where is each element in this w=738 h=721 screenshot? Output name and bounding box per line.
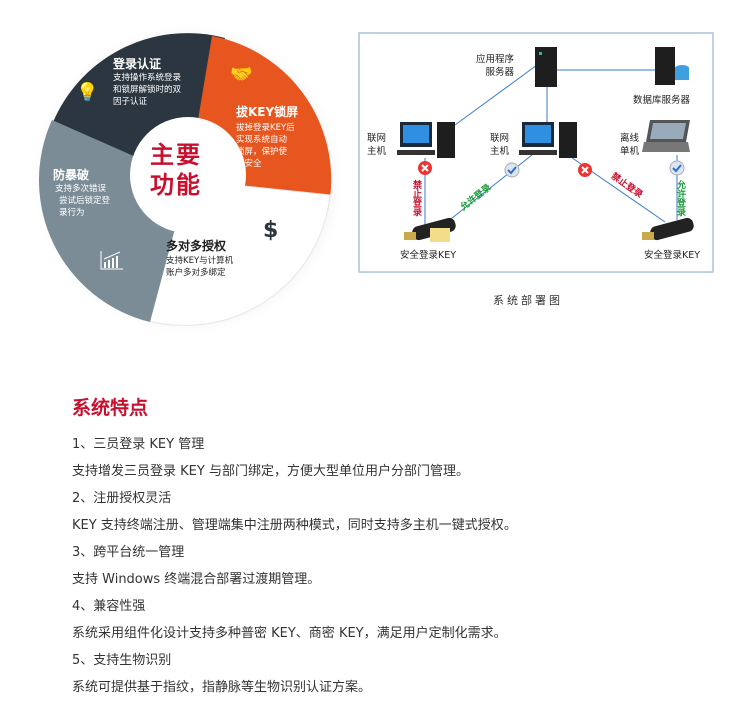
dollar-icon: $ [263,218,279,243]
desc-line: 因子认证 [113,97,148,107]
segment-title: 登录认证 [113,57,162,71]
db-server-label: 数据库服务器 [633,95,691,106]
desc-line: 用安全 [236,159,262,169]
desc-line: 录行为 [59,208,85,218]
desc-line: 支持操作系统登录 [113,73,182,83]
check-icon [504,162,520,178]
key-left-label: 安全登录KEY [400,250,457,261]
deny-icon [418,161,432,175]
label-line: 主机 [490,146,510,157]
app-server-label: 应用程序服务器 [476,53,514,79]
features-list: 1、三员登录 KEY 管理 支持增发三员登录 KEY 与部门绑定，方便大型单位用… [72,433,517,703]
deny-label: 禁止登录 [411,179,423,217]
bar-chart-icon [100,251,123,270]
feature-desc: KEY 支持终端注册、管理端集中注册两种模式，同时支持多主机一键式授权。 [72,518,517,533]
features-heading: 系统特点 [72,397,149,419]
desc-line: 尝试后锁定登 [59,196,111,206]
desc-line: 账户多对多绑定 [166,268,226,278]
feature-desc: 支持 Windows 终端混合部署过渡期管理。 [72,572,321,587]
app-server-icon [535,47,557,87]
feature-title: 4、兼容性强 [72,599,146,614]
center-line: 功能 [150,171,202,199]
label-line: 联网 [490,133,510,144]
desc-line: 锁屏，保护使 [236,147,288,157]
feature-title: 3、跨平台统一管理 [72,545,185,560]
laptop-icon [642,120,690,152]
usb-key-right-icon [642,217,694,241]
feature-desc: 系统可提供基于指纹，指静脉等生物识别认证方案。 [72,680,372,695]
feature-title: 5、支持生物识别 [72,653,172,668]
feature-title: 1、三员登录 KEY 管理 [72,437,205,452]
label-line: 离线 [620,133,640,144]
label-line: 主机 [367,146,387,157]
desc-line: 支持KEY与计算机 [166,256,234,266]
feature-desc: 支持增发三员登录 KEY 与部门绑定，方便大型单位用户分部门管理。 [72,464,469,479]
desc-line: 实现系统自动 [236,135,288,145]
usb-key-left-icon [404,217,456,242]
deny-icon [578,163,592,177]
diagram-caption: 系统部署图 [493,294,563,307]
wheel-center-title: 主要 功能 [150,140,202,200]
center-line: 主要 [150,141,202,169]
database-server-icon [655,47,689,85]
feature-desc: 系统采用组件化设计支持多种普密 KEY、商密 KEY，满足用户定制化需求。 [72,626,507,641]
label-line: 单机 [620,146,640,157]
key-right-label: 安全登录KEY [644,250,701,261]
label-line: 应用程序 [476,54,515,65]
segment-desc: 支持KEY与计算机 账户多对多绑定 [166,255,233,279]
desc-line: 拔掉登录KEY后 [236,123,295,133]
handshake-icon: 🤝 [230,64,253,85]
host-left-label: 联网主机 [367,132,386,158]
feature-title: 2、注册授权灵活 [72,491,172,506]
label-line: 联网 [367,133,387,144]
check-icon [669,160,685,176]
segment-title: 防暴破 [53,168,90,182]
segment-desc: 拔掉登录KEY后 实现系统自动 锁屏，保护使 用安全 [236,122,295,170]
laptop-label: 离线单机 [620,132,639,158]
segment-title: 多对多授权 [166,239,227,253]
label-line: 服务器 [485,67,515,78]
desc-line: 支持多次错误 [55,184,107,194]
host-mid-label: 联网主机 [490,132,509,158]
desktop-pc-mid-icon [519,122,577,158]
wheel-center [130,117,246,233]
segment-desc: 支持操作系统登录 和锁屏解锁时的双 因子认证 [113,72,181,108]
segment-title: 拔KEY锁屏 [236,105,299,119]
desktop-pc-left-icon [397,122,455,158]
segment-desc: 支持多次错误 尝试后锁定登 录行为 [55,183,110,219]
allow-label: 允许登录 [675,179,687,217]
lightbulb-icon: 💡 [76,82,99,103]
desc-line: 和锁屏解锁时的双 [113,85,182,95]
